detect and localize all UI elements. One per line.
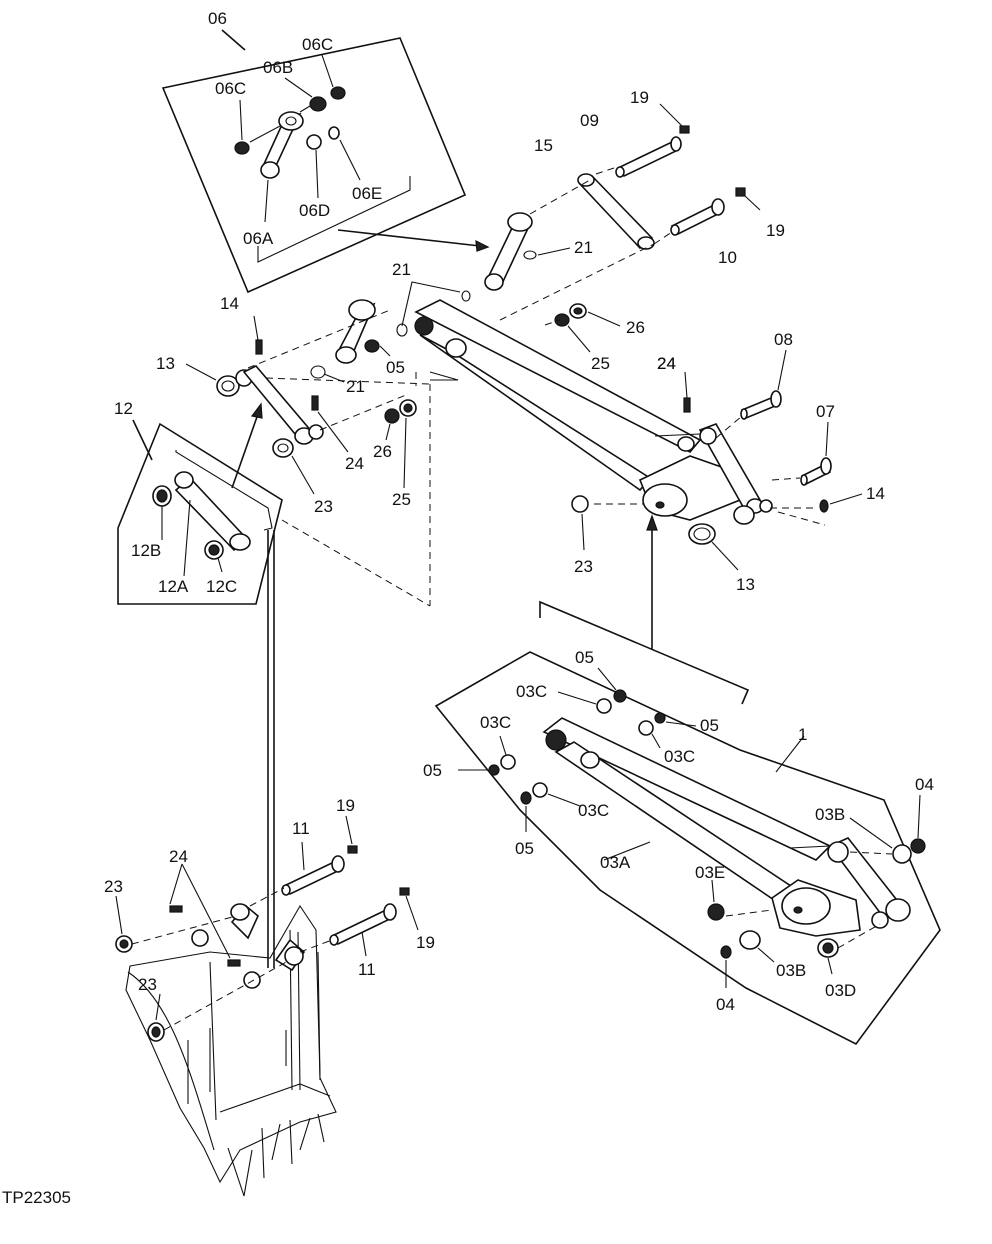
callout-06C: 06C (302, 35, 333, 54)
callout-03C: 03C (480, 713, 511, 732)
callout-21: 21 (346, 377, 365, 396)
callout-23: 23 (314, 497, 333, 516)
callout-23: 23 (574, 557, 593, 576)
callout-07: 07 (816, 402, 835, 421)
callout-19: 19 (630, 88, 649, 107)
callout-03B: 03B (776, 961, 806, 980)
callout-14: 14 (866, 484, 885, 503)
callout-06B: 06B (263, 58, 293, 77)
callout-13: 13 (156, 354, 175, 373)
callout-06E: 06E (352, 184, 382, 203)
callout-05: 05 (575, 648, 594, 667)
callout-03C: 03C (664, 747, 695, 766)
callout-25: 25 (591, 354, 610, 373)
figure-id: TP22305 (2, 1188, 71, 1207)
callout-24: 24 (169, 847, 188, 866)
callout-05: 05 (700, 716, 719, 735)
arm-assembly (185, 281, 863, 650)
callout-11: 11 (358, 960, 376, 979)
bucket-assembly (115, 530, 419, 1197)
callout-11: 11 (292, 819, 310, 838)
callout-10: 10 (718, 248, 737, 267)
callout-03D: 03D (825, 981, 856, 1000)
callout-03C: 03C (516, 682, 547, 701)
callout-12: 12 (114, 399, 133, 418)
callout-06C: 06C (215, 79, 246, 98)
callout-24: 24 (345, 454, 364, 473)
callout-19: 19 (416, 933, 435, 952)
callout-04: 04 (915, 775, 934, 794)
callout-14: 14 (220, 294, 239, 313)
callout-24: 24 (657, 354, 676, 373)
group-1-arm (434, 600, 941, 1046)
callout-12B: 12B (131, 541, 161, 560)
callout-26: 26 (373, 442, 392, 461)
callout-06: 06 (208, 9, 227, 28)
callout-21: 21 (392, 260, 411, 279)
callout-19: 19 (336, 796, 355, 815)
callout-21: 21 (574, 238, 593, 257)
callout-12A: 12A (158, 577, 189, 596)
callout-06A: 06A (243, 229, 274, 248)
callout-09: 09 (580, 111, 599, 130)
callout-08: 08 (774, 330, 793, 349)
callout-25: 25 (392, 490, 411, 509)
callout-23: 23 (104, 877, 123, 896)
callout-04: 04 (716, 995, 735, 1014)
callout-13: 13 (736, 575, 755, 594)
callout-05: 05 (515, 839, 534, 858)
callout-03B: 03B (815, 805, 845, 824)
callout-06D: 06D (299, 201, 330, 220)
callout-05: 05 (423, 761, 442, 780)
group-12-link-kit (117, 402, 283, 605)
callout-03E: 03E (695, 863, 725, 882)
callout-23: 23 (138, 975, 157, 994)
upper-link-assembly (484, 103, 761, 353)
callout-labels: 06 06C 06B 06C 06A 06D 06E 19 09 15 21 1… (2, 9, 934, 1207)
callout-24: 24 (657, 354, 676, 373)
callout-19: 19 (766, 221, 785, 240)
callout-26: 26 (626, 318, 645, 337)
callout-1: 1 (798, 725, 807, 744)
callout-05: 05 (386, 358, 405, 377)
group-06-link-kit (161, 29, 490, 294)
callout-12C: 12C (206, 577, 237, 596)
callout-03C: 03C (578, 801, 609, 820)
callout-15: 15 (534, 136, 553, 155)
callout-03A: 03A (600, 853, 631, 872)
